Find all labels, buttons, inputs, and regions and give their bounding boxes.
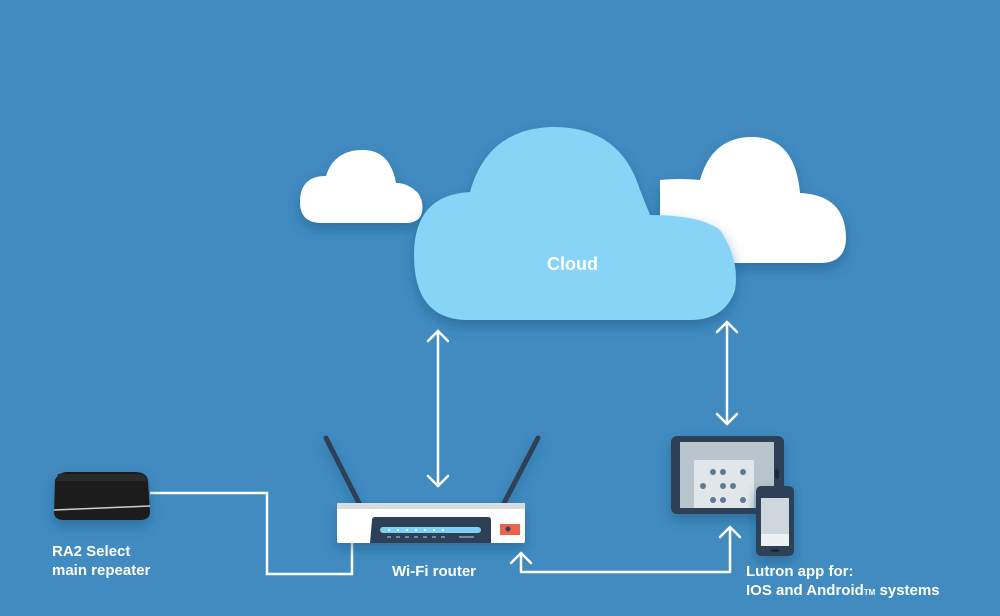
arrow-cloud-app (715, 320, 739, 426)
cloud-label: Cloud (547, 254, 598, 274)
cloud-main-shape (414, 126, 736, 320)
app-label-line1: Lutron app for: (746, 563, 854, 580)
app-label-suffix: systems (875, 582, 940, 599)
repeater-label: RA2 Select main repeater (52, 542, 150, 580)
tablet-device (671, 436, 784, 514)
repeater-label-line2: main repeater (52, 562, 151, 579)
app-label-line2: IOS and AndroidTM systems (746, 581, 940, 602)
router-device (323, 435, 541, 543)
wire-repeater-router (150, 491, 354, 576)
arrow-cloud-router (426, 329, 450, 488)
repeater-label-line1: RA2 Select (52, 543, 131, 560)
phone-device (756, 486, 794, 556)
small-cloud-left (300, 150, 423, 223)
app-label-platforms: IOS and Android (746, 582, 864, 599)
arrow-app-router (509, 525, 742, 574)
router-label: Wi-Fi router (392, 563, 477, 580)
repeater-device (53, 472, 151, 520)
trademark-mark: TM (863, 588, 876, 597)
app-label: Lutron app for: IOS and AndroidTM system… (746, 562, 940, 602)
